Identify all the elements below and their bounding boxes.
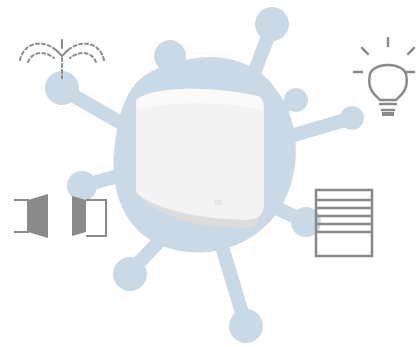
sprinkler-icon [20, 40, 104, 78]
node-left-mid [67, 171, 97, 201]
node-bottom [229, 309, 263, 343]
node-bottom-left [113, 257, 147, 291]
node-top-left [154, 40, 186, 72]
node-bulb [340, 106, 364, 130]
node-mid-right [284, 88, 308, 112]
lightbulb-icon [354, 38, 414, 116]
window-blind-icon [316, 190, 372, 256]
gateway-device [136, 89, 264, 228]
node-top-right [255, 7, 289, 41]
door-contact-icon [14, 194, 106, 238]
